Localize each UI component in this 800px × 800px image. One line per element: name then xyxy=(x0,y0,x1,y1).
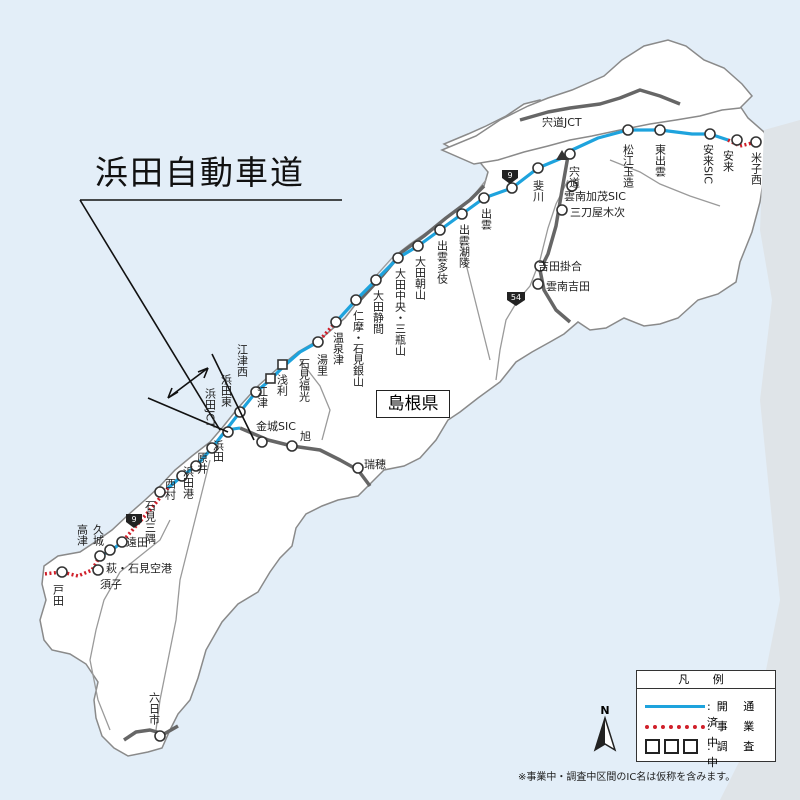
label-hamada-ko: 浜田港 xyxy=(182,466,195,499)
north-label: N xyxy=(600,704,609,717)
legend-heading: 凡 例 xyxy=(637,671,775,689)
label-shinji-jct: 宍道JCT xyxy=(542,115,582,129)
prefecture-label: 島根県 xyxy=(376,390,450,418)
label-asahi: 旭 xyxy=(300,429,311,443)
label-oda-chuo-sanbe: 大田中央・三瓶山 xyxy=(394,267,407,356)
page-title: 浜田自動車道 xyxy=(95,153,305,192)
label-kushiro: 久城 xyxy=(92,524,105,546)
callout xyxy=(79,199,342,441)
legend-label-survey: :調 査 中 xyxy=(707,740,761,769)
shimane-peninsula xyxy=(440,39,754,165)
label-asari: 浅利 xyxy=(276,374,289,396)
label-yusato: 湯里 xyxy=(316,354,329,376)
route-shield-9b: 9 xyxy=(131,515,136,524)
neighbour-land-east xyxy=(720,120,800,800)
route-shields: 9 9 54 xyxy=(126,170,525,528)
label-shinji: 宍道 xyxy=(568,165,581,188)
label-yunotsu: 温泉津 xyxy=(332,332,345,365)
legend-symbol-construction xyxy=(645,725,705,729)
label-nima: 仁摩・石見銀山 xyxy=(352,310,365,387)
label-todaguchi: 遠田 xyxy=(126,536,148,549)
label-unnan-kamo-sic: 雲南加茂SIC xyxy=(564,189,626,203)
label-hamada-jct: 浜田JCT xyxy=(204,388,217,428)
label-yasugi-sic: 安来SIC xyxy=(702,143,715,185)
legend-label-open: :開 通 済 xyxy=(707,700,761,729)
label-unnan-yoshida: 雲南吉田 xyxy=(546,280,590,293)
legend-label-construction: :事 業 中 xyxy=(707,720,761,749)
label-suko: 須子 xyxy=(100,578,122,591)
label-izumo-koryo: 出雲湖陵 xyxy=(458,223,471,269)
label-hagi-iwami-airport: 萩・石見空港 xyxy=(106,561,172,575)
label-higashi-izumo: 東出雲 xyxy=(654,144,667,178)
footnote: ※事業中・調査中区間のIC名は仮称を含みます。 xyxy=(518,772,736,783)
label-yonago-nishi: 米子西 xyxy=(750,152,763,185)
legend: 凡 例 :開 通 済 :事 業 中 :調 査 中 xyxy=(636,670,776,769)
label-nishimura: 西村 xyxy=(164,478,177,500)
label-hamada: 浜田 xyxy=(212,440,225,462)
ic-labels: 米子西 安来 安来SIC 東出雲 松江玉造 宍道JCT 宍道 雲南加茂SIC 三… xyxy=(52,115,763,726)
label-matsue-tamatsukuri: 松江玉造 xyxy=(622,143,635,188)
legend-symbol-survey xyxy=(645,739,705,754)
label-iwami-fukumitsu: 石見福光 xyxy=(298,358,311,403)
label-yoshida-kakeai: 吉田掛合 xyxy=(538,259,582,273)
label-harai: 原井 xyxy=(196,452,209,475)
label-izumo: 出雲 xyxy=(480,207,493,231)
legend-row-construction: :事 業 中 xyxy=(645,717,770,749)
route-shield-54: 54 xyxy=(511,293,521,302)
route-shield-9a: 9 xyxy=(507,171,512,180)
label-gotsu-nishi: 江津西 xyxy=(236,344,249,377)
label-gotsu: 江津 xyxy=(256,386,269,408)
shinji-jct-marker xyxy=(556,150,568,160)
label-muika-ichi: 六日市 xyxy=(148,692,161,726)
legend-symbol-open xyxy=(645,705,705,708)
label-mitoya-kitsugi: 三刀屋木次 xyxy=(570,205,625,219)
label-takatsu: 高津 xyxy=(76,523,89,546)
legend-row-survey: :調 査 中 xyxy=(645,737,770,769)
label-oda-shizuma: 大田静間 xyxy=(372,289,385,335)
label-mizuho: 瑞穂 xyxy=(364,457,386,471)
label-oda-asayama: 大田朝山 xyxy=(414,255,427,300)
label-hikawa: 斐川 xyxy=(532,180,545,202)
label-yasugi: 安来 xyxy=(722,149,735,172)
north-arrow-icon: N xyxy=(593,704,617,752)
label-kanagi-sic: 金城SIC xyxy=(256,419,296,433)
label-iwami-misumi: 石見三隅 xyxy=(144,500,157,545)
label-izumo-taki: 出雲多伎 xyxy=(436,239,449,285)
legend-row-open: :開 通 済 xyxy=(645,697,770,729)
label-hamada-higashi: 浜田東 xyxy=(220,374,233,408)
label-toda: 戸田 xyxy=(52,584,65,606)
ic-nodes xyxy=(56,124,762,742)
